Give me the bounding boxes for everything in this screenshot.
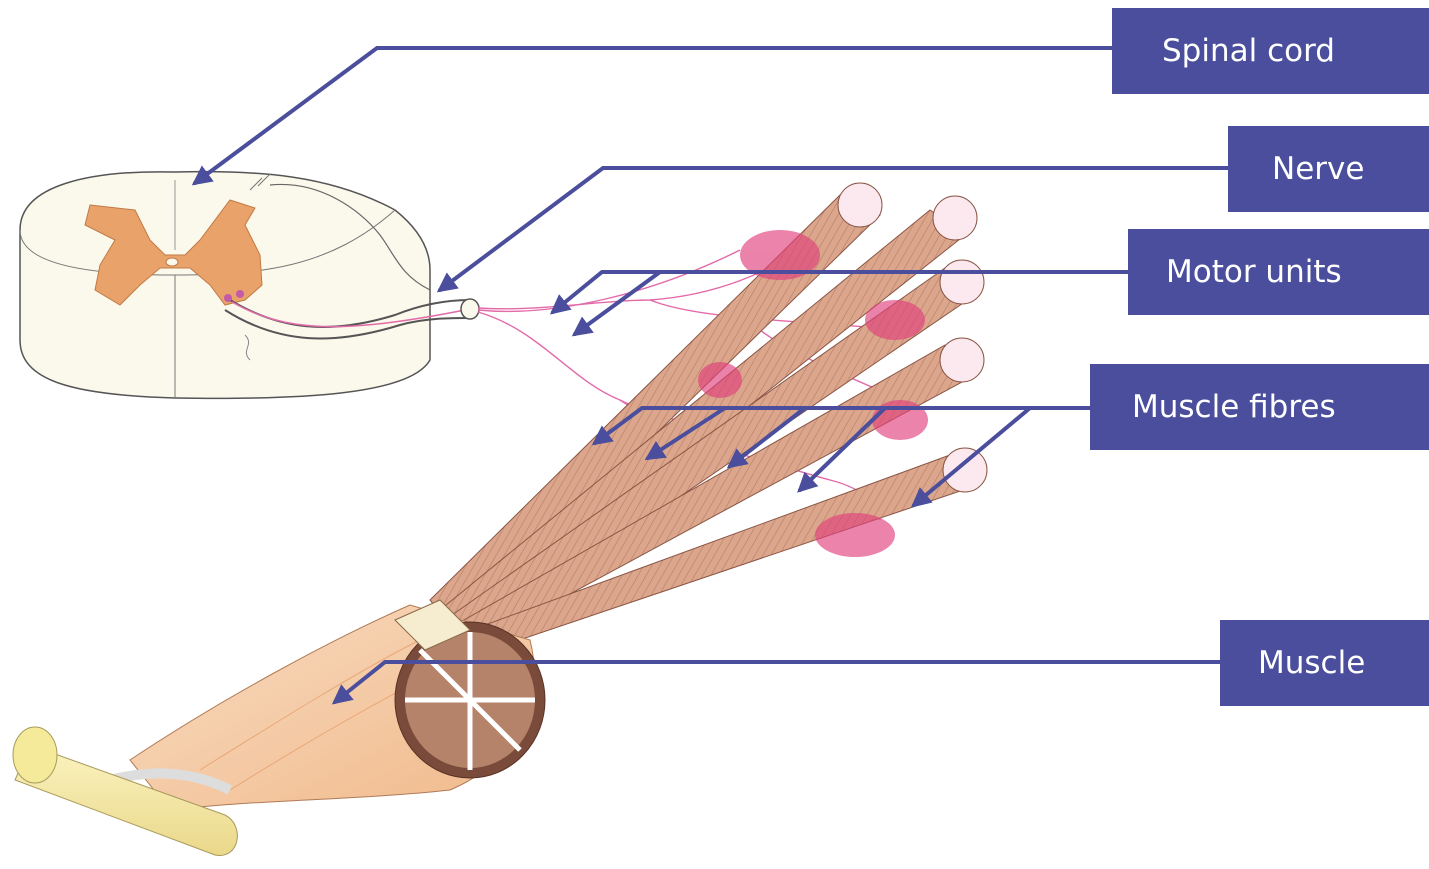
muscle-label: Muscle: [1220, 620, 1429, 706]
spinal-cord-arrow: [195, 48, 1112, 183]
spinal-cord-section: [20, 172, 479, 399]
muscle-fibres-label: Muscle fibres: [1090, 364, 1429, 450]
nerve-label: Nerve: [1228, 126, 1429, 212]
motor-units-label: Motor units: [1128, 229, 1429, 315]
spinal-cord-label: Spinal cord: [1112, 8, 1429, 94]
